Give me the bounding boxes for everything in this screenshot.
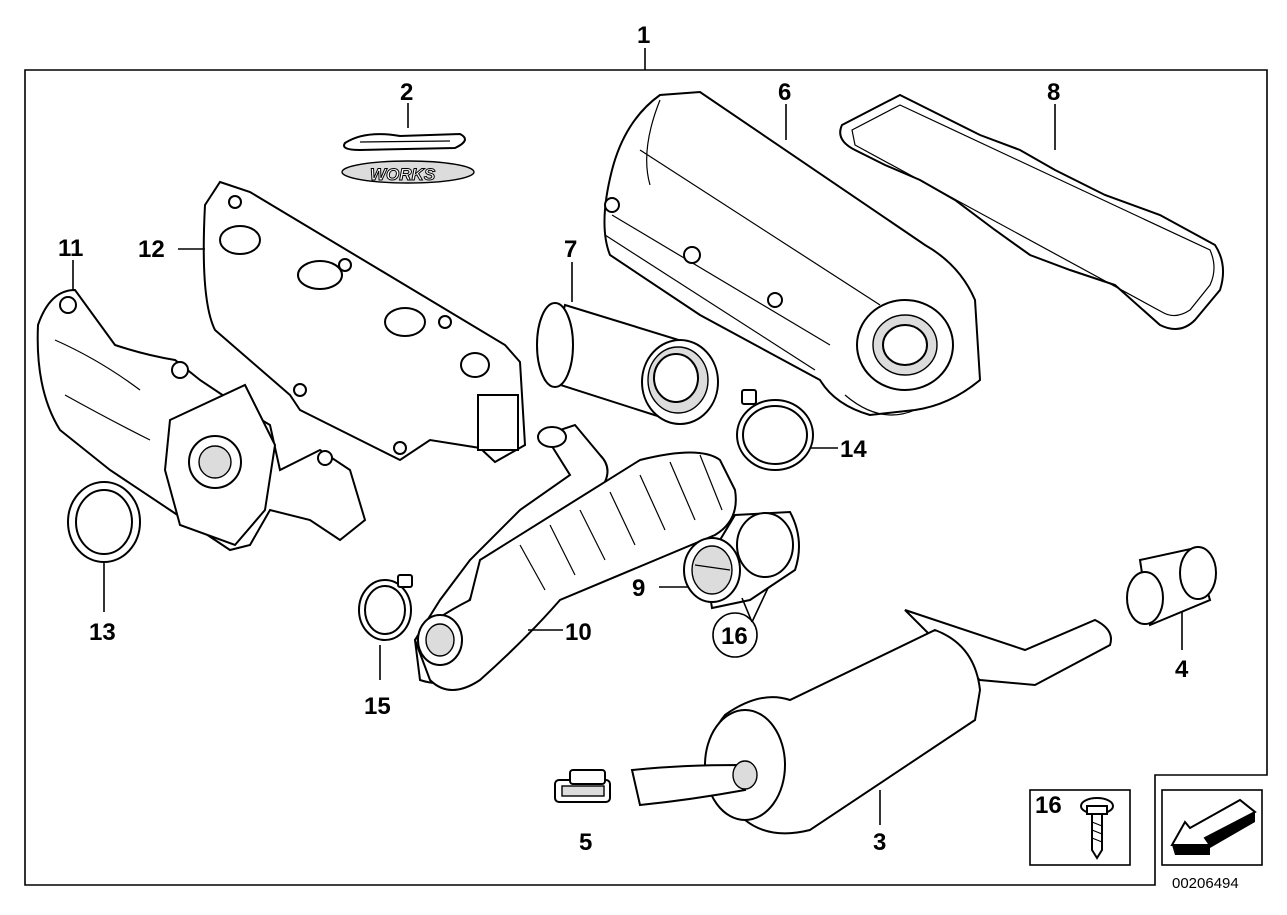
screw-icon: [1080, 797, 1114, 860]
outer-frame: [24, 69, 1268, 886]
label-16-box: 16: [1035, 792, 1062, 819]
label-1: 1: [637, 22, 650, 49]
label-2: 2: [400, 79, 413, 106]
part-6-intake-manifold: [603, 90, 982, 417]
label-15: 15: [364, 693, 391, 720]
part-13-ring: [67, 481, 141, 563]
inset-screw-box: [1029, 789, 1131, 866]
part-14-clamp: [736, 389, 814, 471]
label-3: 3: [873, 829, 886, 856]
label-16-ring-leader: [741, 587, 769, 623]
logo-text: WORKS: [370, 165, 436, 184]
part-15-clamp: [358, 574, 413, 641]
part-12-manifold: [202, 180, 527, 464]
label-12: 12: [138, 236, 165, 263]
inset-arrow-box: [1161, 789, 1263, 866]
part-5-clamp: [554, 769, 611, 803]
part-7-air-filter: [536, 302, 719, 425]
label-9: 9: [632, 575, 645, 602]
label-11: 11: [58, 235, 83, 262]
label-13: 13: [89, 619, 116, 646]
label-4: 4: [1175, 656, 1189, 683]
document-number: 00206494: [1172, 875, 1239, 892]
part-3-muffler: [630, 609, 1112, 835]
part-4-sleeve: [1126, 546, 1217, 627]
label-16-ring: 16: [721, 623, 748, 650]
label-6: 6: [778, 79, 791, 106]
part-10-intake-hose: [413, 423, 737, 691]
part-8-gasket: [839, 93, 1225, 330]
label-14: 14: [840, 436, 867, 463]
part-11-exhaust-manifold: [36, 288, 367, 552]
label-10: 10: [565, 619, 592, 646]
label-5: 5: [579, 829, 592, 856]
label-8: 8: [1047, 79, 1060, 106]
part-2-badges: WORKS: [341, 103, 475, 185]
label-16-ring-circle: [712, 612, 758, 658]
label-7: 7: [564, 236, 577, 263]
arrow-icon: [1170, 798, 1257, 855]
part-9-sensor: [683, 510, 800, 610]
